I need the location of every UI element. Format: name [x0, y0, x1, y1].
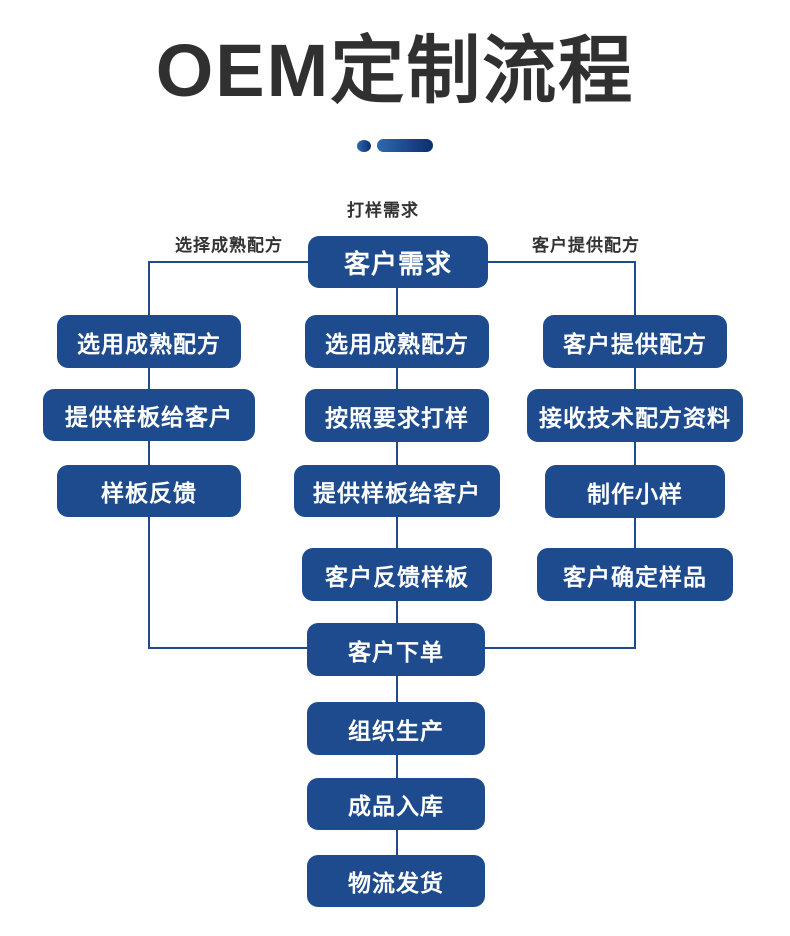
node-logistics-shipping: 物流发货 — [307, 855, 485, 907]
divider-dot — [357, 139, 371, 152]
connector-left-to-merge-horizontal — [148, 647, 307, 649]
node-right-make-small-sample: 制作小样 — [545, 465, 725, 518]
connector-left-2-3 — [148, 441, 150, 465]
connector-right-1-2 — [634, 368, 636, 389]
node-customer-places-order: 客户下单 — [307, 623, 485, 676]
connector-right-3-4 — [634, 518, 636, 548]
node-left-provide-sample-to-customer: 提供样板给客户 — [43, 389, 255, 441]
connector-center-3-4 — [396, 517, 398, 548]
node-left-select-mature-formula: 选用成熟配方 — [57, 315, 241, 368]
connector-right-to-merge-horizontal — [485, 647, 636, 649]
node-center-provide-sample-to-customer: 提供样板给客户 — [294, 465, 500, 517]
connector-left-branch-down — [148, 261, 150, 315]
node-left-sample-feedback: 样板反馈 — [57, 465, 241, 517]
label-customer-provides-formula: 客户提供配方 — [532, 236, 640, 255]
label-choose-mature-formula: 选择成熟配方 — [175, 236, 283, 255]
divider-bar — [377, 139, 433, 152]
label-sampling-demand: 打样需求 — [347, 201, 419, 220]
node-right-customer-provides-formula: 客户提供配方 — [543, 315, 727, 368]
node-right-customer-confirms-sample: 客户确定样品 — [537, 548, 733, 601]
node-center-customer-feedback-sample: 客户反馈样板 — [302, 548, 492, 601]
connector-root-down — [396, 288, 398, 315]
title-divider — [0, 139, 790, 152]
node-finished-goods-warehousing: 成品入库 — [307, 778, 485, 830]
connector-center-1-2 — [396, 368, 398, 389]
connector-right-2-3 — [634, 442, 636, 465]
node-customer-needs: 客户需求 — [308, 236, 488, 288]
node-center-sample-per-requirements: 按照要求打样 — [305, 389, 489, 442]
page-title: OEM定制流程 — [155, 29, 635, 112]
connector-merge-1-2 — [396, 676, 398, 702]
connector-right-to-merge-down — [634, 601, 636, 649]
connector-merge-3-4 — [396, 830, 398, 855]
node-right-receive-technical-formula-data: 接收技术配方资料 — [527, 389, 743, 442]
node-center-select-mature-formula: 选用成熟配方 — [305, 315, 489, 368]
connector-left-to-merge-down — [148, 517, 150, 649]
connector-center-2-3 — [396, 442, 398, 465]
connector-center-4-merge — [396, 601, 398, 623]
connector-left-1-2 — [148, 368, 150, 389]
connector-right-branch-down — [634, 261, 636, 315]
node-organize-production: 组织生产 — [307, 702, 485, 755]
connector-merge-2-3 — [396, 755, 398, 778]
